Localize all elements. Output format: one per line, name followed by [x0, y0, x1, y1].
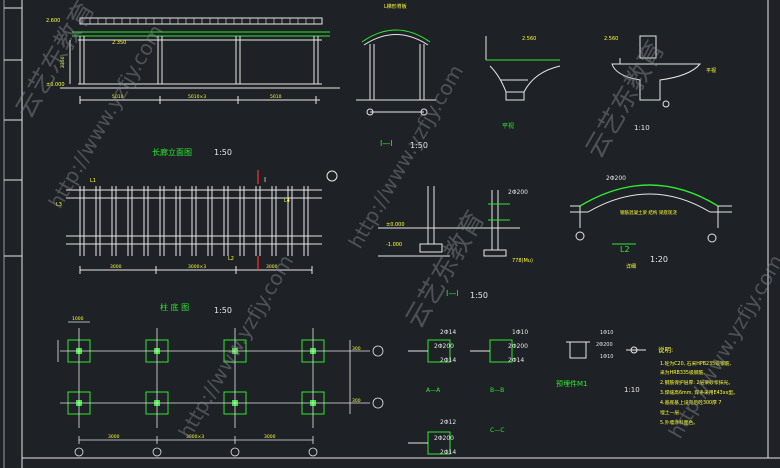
detail-aa-mark: A—A — [426, 387, 441, 394]
rebar-details: 2Φ14 2Φ200 2Φ14 A—A 1Φ10 2Φ200 2Φ14 B—B … — [408, 329, 646, 456]
detail-cc-bot: 2Φ14 — [440, 449, 456, 456]
elevation-title: 长廊立面图 — [152, 147, 192, 157]
bracket-detail: 平视 — [485, 36, 561, 130]
detail-cc-mid: 2Φ200 — [434, 435, 454, 442]
elevation-span-1: 5010 — [112, 94, 124, 100]
roof-mark-l2: L2 — [228, 256, 234, 262]
detail-dd-bot: 1Φ10 — [600, 354, 613, 360]
column-plan-title: 柱 底 图 — [160, 302, 189, 312]
detail-dd-mid: 2Φ200 — [596, 342, 613, 348]
column-dim-1: 3000 — [108, 434, 120, 440]
notes-line-1: 1.砼为C20, 石采HPB235级钢筋, — [660, 360, 732, 367]
column-side-dim-1: 1000 — [72, 316, 84, 322]
column-plan: 柱 底 图 1:50 — [57, 302, 384, 457]
section-rebar: 2Φ200 — [508, 189, 528, 196]
roof-plan: L1 L3 L4 L2 I 3000 3000×3 3000 — [56, 170, 338, 274]
beam-mark: L2 — [620, 245, 630, 254]
bracket-name: 平视 — [502, 122, 514, 130]
beam-sub: 详细 — [626, 263, 636, 270]
detail-bb-top: 1Φ10 — [512, 329, 528, 336]
corridor-elevation: 2.600 2.350 ±0.000 2350 5010 5010×3 5010… — [46, 17, 340, 157]
roof-dim-2: 3000×3 — [188, 264, 206, 270]
column-side-dim-2: 300 — [352, 346, 361, 352]
bracket2-side-label: 平视 — [706, 67, 716, 74]
beam-l2-detail: 2Φ200 钢筋混凝土梁 结构 梁底现浇 L2 详细 1:20 — [570, 175, 732, 270]
notes-line-6: 埋土一层 — [660, 409, 679, 416]
notes-title: 说明: — [658, 345, 673, 354]
arch-section: L梯形脊板 I—I 1:50 — [356, 3, 436, 150]
section-level: ±0.000 — [386, 222, 405, 228]
roof-dim-3: 3000 — [266, 264, 278, 270]
notes-line-5: 4.基底基上设完后砼300厚 7 — [660, 399, 721, 406]
detail-aa-mid: 2Φ200 — [434, 343, 454, 350]
bracket2-level: 2.560 — [604, 36, 618, 42]
section-base-level: -1.000 — [386, 242, 402, 248]
bracket-detail-2: 2.560 2.560 平视 1:10 — [522, 35, 716, 132]
roof-mark-l4: L4 — [284, 198, 290, 204]
roof-section-mark: I — [264, 176, 266, 184]
section-mark: I—I — [446, 289, 459, 298]
elevation-scale: 1:50 — [214, 148, 232, 157]
bracket-scale: 1:10 — [634, 124, 650, 132]
elevation-span-3: 5010 — [270, 94, 282, 100]
detail-aa-top: 2Φ14 — [440, 329, 456, 336]
elevation-ground-level: ±0.000 — [46, 82, 65, 88]
column-section: ±0.000 -1.000 2Φ200 778(Mu) I—I 1:50 — [378, 186, 533, 300]
beam-rebar: 2Φ200 — [606, 175, 626, 182]
detail-scale: 1:10 — [624, 386, 640, 394]
notes-line-2: 采为HRB335级钢筋。 — [660, 369, 708, 376]
bracket-level: 2.560 — [522, 36, 536, 42]
beam-note: 钢筋混凝土梁 结构 梁底现浇 — [620, 209, 677, 216]
elevation-mid-level: 2.350 — [112, 40, 126, 46]
detail-bb-bot: 2Φ14 — [508, 357, 524, 364]
column-side-dim-3: 300 — [352, 398, 361, 404]
elevation-top-level: 2.600 — [46, 18, 60, 24]
section-footing: 778(Mu) — [512, 258, 533, 264]
detail-dd-top: 1Φ10 — [600, 330, 613, 336]
detail-bb-mark: B—B — [490, 387, 504, 394]
roof-dim-1: 3000 — [110, 264, 122, 270]
detail-title: 预埋件M1 — [556, 379, 588, 388]
elevation-height-dim: 2350 — [60, 56, 66, 68]
detail-bb-mid: 2Φ200 — [508, 343, 528, 350]
detail-cc-mark: C—C — [490, 427, 504, 434]
column-dim-2: 3000×3 — [186, 434, 204, 440]
column-plan-scale: 1:50 — [214, 306, 232, 315]
arch-top-label: L梯形脊板 — [384, 3, 407, 10]
arch-section-scale: 1:50 — [410, 141, 428, 150]
column-dim-3: 3000 — [264, 434, 276, 440]
arch-section-mark: I—I — [380, 139, 393, 148]
notes-line-4: 3.焊缝高6mm, 焊条采用E43xx型。 — [660, 389, 738, 396]
elevation-span-2: 5010×3 — [188, 94, 206, 100]
roof-mark-l3: L3 — [56, 202, 62, 208]
roof-mark-l1: L1 — [90, 178, 96, 184]
notes-block: 说明: 1.砼为C20, 石采HPB235级钢筋, 采为HRB335级钢筋。 2… — [658, 345, 738, 426]
section-scale: 1:50 — [470, 291, 488, 300]
notes-line-7: 5.外墙涂料面色。 — [660, 419, 698, 426]
notes-line-3: 2.钢筋保护层厚: 2层梁砂浆抹光。 — [660, 379, 733, 386]
detail-cc-top: 2Φ12 — [440, 419, 456, 426]
beam-scale: 1:20 — [650, 255, 668, 264]
sheet-border — [3, 0, 780, 468]
detail-aa-bot: 2Φ14 — [440, 357, 456, 364]
